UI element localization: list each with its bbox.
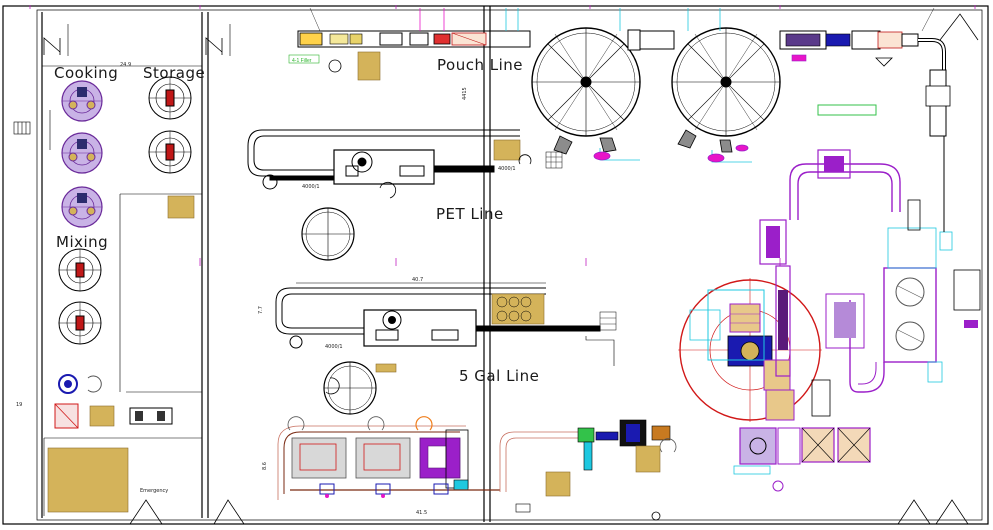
area-label-5-gal-line: 5 Gal Line — [459, 367, 539, 385]
storage-tanks — [148, 76, 192, 174]
pouch-line-connector — [627, 29, 675, 51]
left-side-stair — [13, 121, 31, 135]
pouch-line-conveyor: 4-1 Filler — [288, 7, 531, 81]
bottom-right-palletizer — [651, 379, 871, 521]
door-swings — [43, 13, 979, 525]
dim-gal-conveyor: 4000/1 — [325, 344, 343, 350]
pet-line-conveyor — [247, 129, 563, 199]
area-label-pouch-line: Pouch Line — [437, 56, 523, 74]
dim-left-room: 24.9 — [120, 62, 131, 68]
rotary-pouch-machine-right — [671, 27, 781, 153]
svg-text:Emergency: Emergency — [140, 488, 168, 494]
grid-ticks — [29, 5, 976, 266]
building-walls — [2, 5, 989, 525]
area-label-storage: Storage — [143, 64, 205, 82]
5-gal-line-tank — [323, 361, 377, 415]
dim-gal-span: 40.7 — [412, 277, 423, 283]
dim-pet-filler: 4000/1 — [498, 166, 516, 172]
pet-line-tank — [301, 207, 355, 261]
5-gal-line-conveyor — [275, 282, 617, 373]
bottom-packaging-machines — [277, 416, 500, 500]
dim-gal-height: 7.7 — [258, 306, 264, 314]
dim-bottom-span: 41.5 — [416, 510, 427, 516]
palletizer-robot-cell — [678, 278, 822, 422]
dim-pouch-gap: 4415 — [462, 87, 468, 100]
right-conveyors — [759, 136, 981, 393]
area-label-cooking: Cooking — [54, 64, 118, 82]
bottom-right-conveyor — [499, 419, 677, 513]
pouch-line-packing — [619, 7, 951, 137]
svg-text:4-1 Filler: 4-1 Filler — [292, 58, 312, 64]
mixing-tanks — [58, 248, 102, 345]
area-label-mixing: Mixing — [56, 233, 108, 251]
dim-left-side: 19 — [16, 402, 22, 408]
dim-pet-conveyor: 4000/1 — [302, 184, 320, 190]
rotary-pouch-machine-left — [531, 27, 641, 155]
dim-bottom-height: 8.6 — [262, 462, 268, 470]
cooking-kettles — [61, 80, 103, 228]
left-room-equipment: Emergency — [47, 24, 231, 513]
pouch-discharge-conveyors — [593, 144, 752, 163]
area-label-pet-line: PET Line — [436, 205, 504, 223]
